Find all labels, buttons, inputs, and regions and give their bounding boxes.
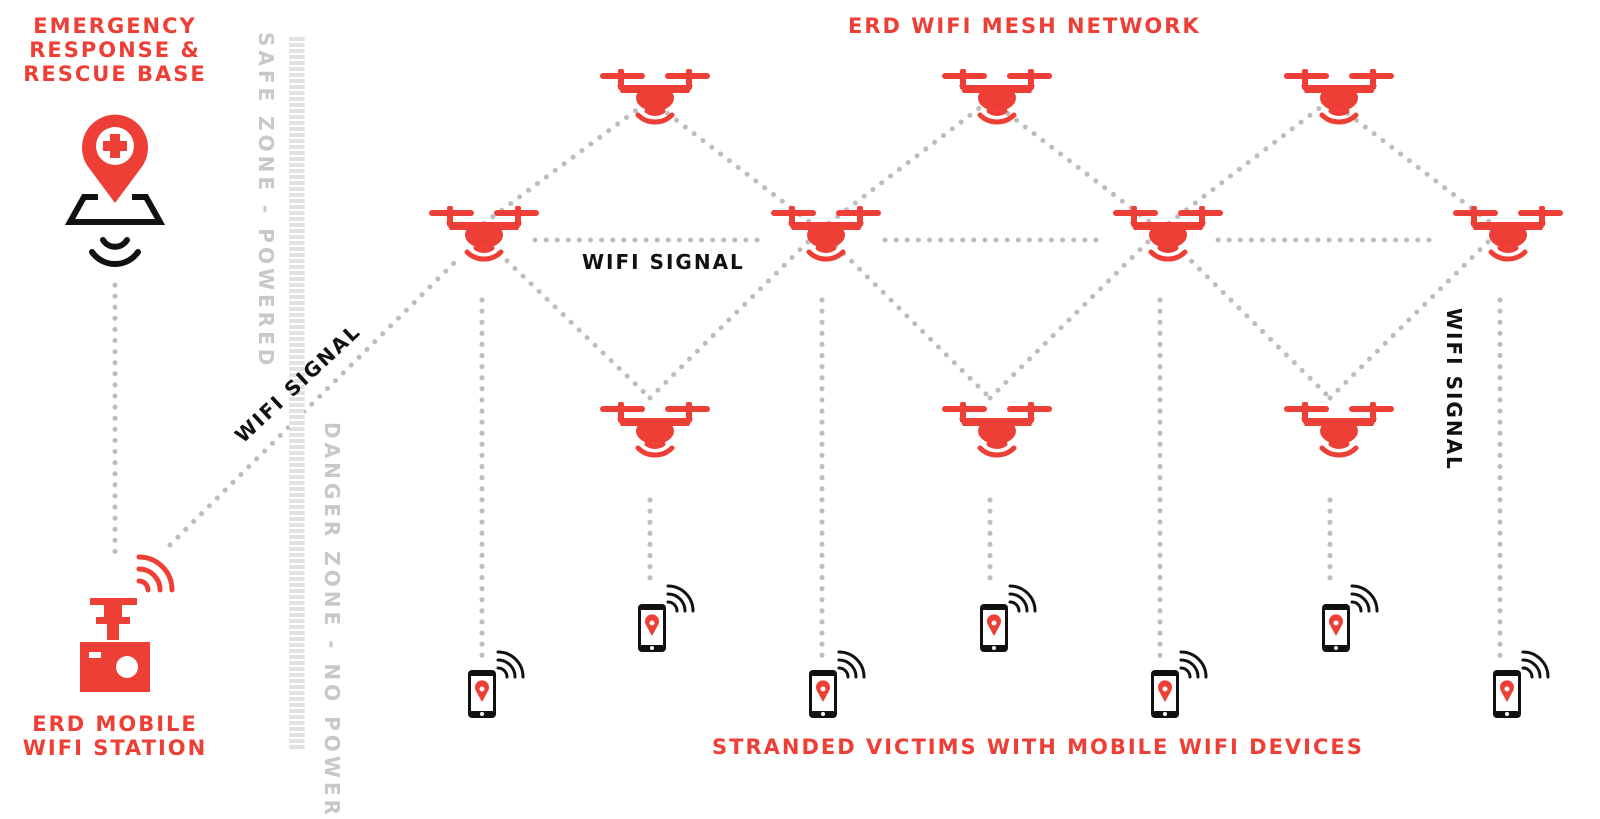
victims-title: STRANDED VICTIMS WITH MOBILE WIFI DEVICE… — [712, 735, 1364, 759]
drone-icon — [1453, 206, 1563, 259]
smartphone-location-icon — [1149, 650, 1208, 720]
drone-icon — [1113, 206, 1223, 259]
wifi-signal-label: WIFI SIGNAL — [582, 250, 745, 274]
drone-icon — [600, 402, 710, 455]
drone-icon — [600, 69, 710, 122]
base-title-line: EMERGENCY — [33, 14, 197, 38]
mesh-network-title: ERD WIFI MESH NETWORK — [848, 14, 1201, 38]
safe-zone-label: SAFE ZONE - POWERED — [254, 32, 278, 370]
hospital-pin-icon — [64, 114, 166, 225]
drone-icon — [1284, 69, 1394, 122]
danger-zone-label: DANGER ZONE - NO POWER — [320, 422, 344, 819]
base-title-line: RESPONSE & — [29, 38, 201, 62]
base-title-line: RESCUE BASE — [23, 62, 207, 86]
station-title-line: ERD MOBILE — [32, 712, 198, 736]
antenna-signal-icon — [89, 237, 141, 267]
smartphone-location-icon — [807, 650, 866, 720]
mesh-network-diagram — [64, 35, 1600, 750]
smartphone-location-icon — [636, 584, 695, 654]
base-title: EMERGENCY RESPONSE & RESCUE BASE — [10, 14, 220, 86]
mobile-wifi-station-icon — [80, 554, 175, 692]
drone-icon — [1284, 402, 1394, 455]
smartphone-location-icon — [466, 650, 525, 720]
wifi-signal-label: WIFI SIGNAL — [1442, 308, 1466, 471]
smartphone-location-icon — [1320, 584, 1379, 654]
drone-icon — [942, 69, 1052, 122]
station-title-line: WIFI STATION — [22, 736, 208, 760]
drone-icon — [429, 206, 539, 259]
smartphone-location-icon — [1491, 650, 1550, 720]
smartphone-location-icon — [978, 584, 1037, 654]
drone-icon — [942, 402, 1052, 455]
zone-divider — [289, 35, 305, 750]
station-title: ERD MOBILE WIFI STATION — [10, 712, 220, 760]
drone-icon — [771, 206, 881, 259]
